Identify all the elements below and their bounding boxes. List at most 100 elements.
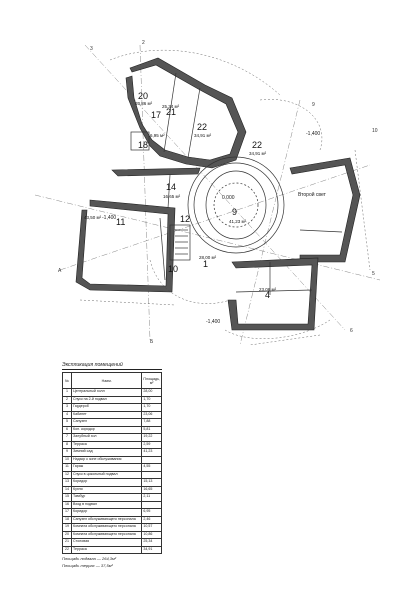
schedule-cell-name: Кабинет xyxy=(70,410,143,419)
schedule-cell-area: 4,55 xyxy=(141,463,162,472)
wall-wing-north xyxy=(125,57,247,169)
rotunda-outline xyxy=(187,156,285,254)
room-11-area: 43,50 м² xyxy=(84,215,102,220)
axis-label: Б xyxy=(150,339,154,345)
schedule-cell-area xyxy=(141,455,162,464)
room-4-area: 23,06 м² xyxy=(259,287,277,292)
second-light-label: Второй свет xyxy=(298,191,327,198)
schedule-cell-name: Коридор xyxy=(70,508,143,517)
axis-label: 5 xyxy=(372,271,375,277)
room-17-area: 6,95 м² xyxy=(150,133,165,138)
header-no: № xyxy=(62,372,72,389)
room-22-area: 34,91 м² xyxy=(249,151,267,156)
schedule-cell-area: 16,65 xyxy=(141,485,162,494)
schedule-cell-no: 4 xyxy=(62,410,72,419)
room-19-number: 20 xyxy=(138,91,148,101)
room-schedule: Экспликация помещений № Наим. Площадь, м… xyxy=(62,362,162,568)
schedule-cell-no: 19 xyxy=(62,523,72,532)
header-name: Наим. xyxy=(70,372,143,389)
schedule-cell-name: Зимний сад xyxy=(70,448,143,457)
room-18-number: 18 xyxy=(138,140,148,150)
level-mark: -1,400 xyxy=(102,215,116,221)
schedule-cell-no: 14 xyxy=(62,485,72,494)
total-basement-area: Площадь подвала — 264,3м² xyxy=(62,556,117,561)
room-1-area: 28,00 м² xyxy=(199,255,217,260)
room-4-number: 4 xyxy=(265,290,270,300)
schedule-cell-area: 1,70 xyxy=(141,395,162,404)
schedule-cell-no: 16 xyxy=(62,500,72,509)
axis-label: 6 xyxy=(350,328,353,334)
schedule-cell-no: 5 xyxy=(62,418,72,427)
schedule-cell-no: 7 xyxy=(62,433,72,442)
schedule-cell-area: 5,81 xyxy=(141,425,162,434)
schedule-cell-area xyxy=(141,500,162,509)
schedule-cell-name: Залубный хол xyxy=(70,433,143,442)
schedule-cell-name: Комната обслуживающего персонала xyxy=(70,523,143,532)
schedule-cell-area: 34,91 xyxy=(141,545,162,554)
level-mark: 0.000 xyxy=(222,195,235,201)
room-22-number: 22 xyxy=(252,140,262,150)
wall-wing-southeast xyxy=(227,257,319,331)
room-20-number: 21 xyxy=(166,107,176,117)
schedule-cell-name: Центральный холл xyxy=(70,388,143,397)
schedule-cell-area: 1,70 xyxy=(141,403,162,412)
floor-plan: 20 21 22 22 17 18 14 9 11 12 10 1 4 10,8… xyxy=(34,40,381,345)
room-21-number: 22 xyxy=(197,122,207,132)
schedule-cell-no: 8 xyxy=(62,440,72,449)
room-1-number: 1 xyxy=(203,259,208,269)
schedule-cell-area: 23,06 xyxy=(141,410,162,419)
schedule-cell-name: Терраса xyxy=(70,545,143,554)
schedule-cell-name: Надзор к зоне обслуживания xyxy=(70,455,143,464)
schedule-cell-name: Столовая xyxy=(70,538,143,547)
room-19-area: 10,86 м² xyxy=(135,101,153,106)
axis-label: 9 xyxy=(312,102,315,108)
schedule-title: Экспликация помещений xyxy=(62,362,162,370)
room-10-number: 10 xyxy=(168,264,178,274)
schedule-cell-no: 21 xyxy=(62,538,72,547)
schedule-cell-name: Коридор xyxy=(70,478,143,487)
axis-label: 3 xyxy=(90,46,93,52)
schedule-cell-name: Спуск на 2-й подвал xyxy=(70,395,143,404)
wall-garage xyxy=(75,199,176,293)
schedule-cell-no: 2 xyxy=(62,395,72,404)
schedule-cell-area: 2,46 xyxy=(141,515,162,524)
schedule-cell-no: 11 xyxy=(62,463,72,472)
schedule-cell-no: 20 xyxy=(62,530,72,539)
schedule-cell-name: Кухня xyxy=(70,485,143,494)
room-9-area: 41,23 м² xyxy=(229,219,247,224)
schedule-cell-area: 15,13 xyxy=(141,478,162,487)
room-21-area: 34,91 м² xyxy=(194,133,212,138)
schedule-cell-name: Вход в подвал xyxy=(70,500,143,509)
schedule-cell-area: 25,34 xyxy=(141,538,162,547)
total-terrace-area: Площадь террас — 37,5м² xyxy=(62,563,113,568)
schedule-cell-name: Комната обслуживающего персонала xyxy=(70,530,143,539)
schedule-cell-area: 41,23 xyxy=(141,448,162,457)
schedule-cell-name: Терраса xyxy=(70,440,143,449)
schedule-cell-name: Тамбур xyxy=(70,493,143,502)
schedule-cell-name: Гараж xyxy=(70,463,143,472)
level-mark: -1,400 xyxy=(206,319,220,325)
schedule-cell-no: 10 xyxy=(62,455,72,464)
level-mark: -1,400 xyxy=(306,131,320,137)
schedule-cell-no: 12 xyxy=(62,470,72,479)
axis-label: 2 xyxy=(142,40,145,46)
schedule-cell-name: Спуск в цокольный подвал xyxy=(70,470,143,479)
schedule-cell-no: 22 xyxy=(62,545,72,554)
room-20-area: 25,34 м² xyxy=(162,104,180,109)
